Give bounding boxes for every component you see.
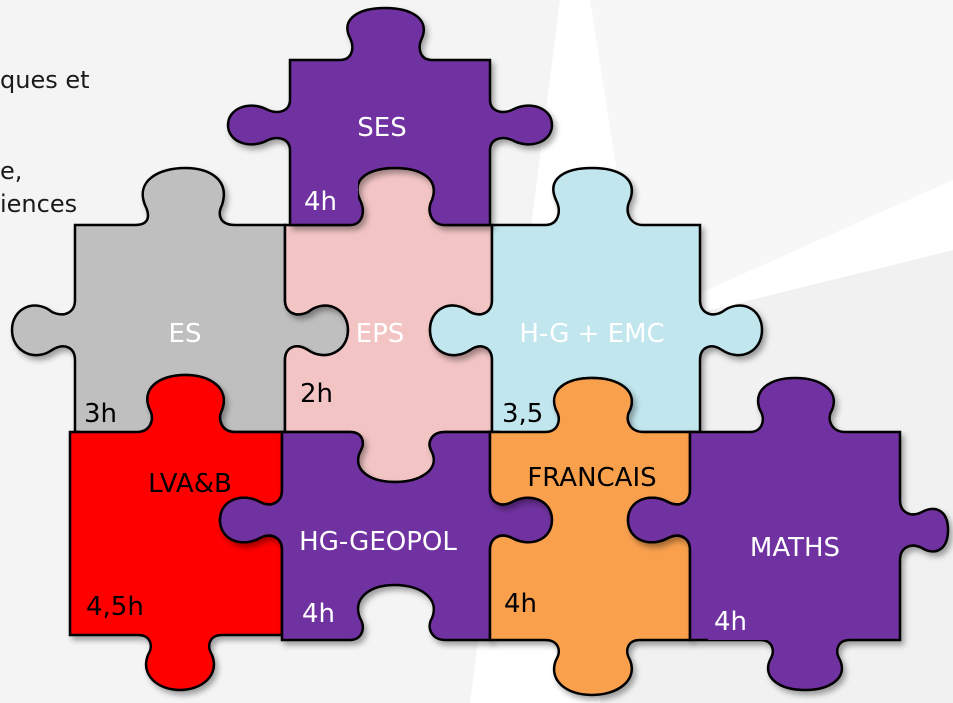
piece-subject-hg-emc: H-G + EMC <box>519 319 664 349</box>
puzzle-piece-hg-geopol: HG-GEOPOL 4h <box>218 430 554 642</box>
slide-text-line-2: e, <box>0 157 23 185</box>
piece-hours-maths: 4h <box>714 607 747 637</box>
piece-subject-ses: SES <box>357 113 406 143</box>
piece-subject-eps: EPS <box>356 319 405 349</box>
piece-hours-lvab: 4,5h <box>86 592 144 622</box>
puzzle-piece-francais: FRANCAIS 4h <box>488 376 692 697</box>
puzzle-piece-maths: MATHS 4h <box>626 376 950 692</box>
piece-hours-es: 3h <box>84 399 117 429</box>
puzzle-piece-es: ES 3h <box>10 166 350 434</box>
piece-subject-lvab: LVA&B <box>148 469 232 499</box>
piece-subject-maths: MATHS <box>750 533 840 563</box>
piece-subject-francais: FRANCAIS <box>527 463 656 493</box>
slide-text-line-1: ques et <box>0 66 90 94</box>
slide-text-line-3: iences <box>0 190 78 218</box>
piece-hours-hg-emc: 3,5 <box>502 399 543 429</box>
piece-subject-hg-geopol: HG-GEOPOL <box>299 527 457 557</box>
piece-hours-francais: 4h <box>504 589 537 619</box>
piece-subject-es: ES <box>169 319 202 349</box>
piece-hours-ses: 4h <box>304 187 337 217</box>
puzzle-piece-ses: SES 4h <box>226 6 554 227</box>
piece-hours-eps: 2h <box>300 379 333 409</box>
piece-hours-hg-geopol: 4h <box>302 599 335 629</box>
